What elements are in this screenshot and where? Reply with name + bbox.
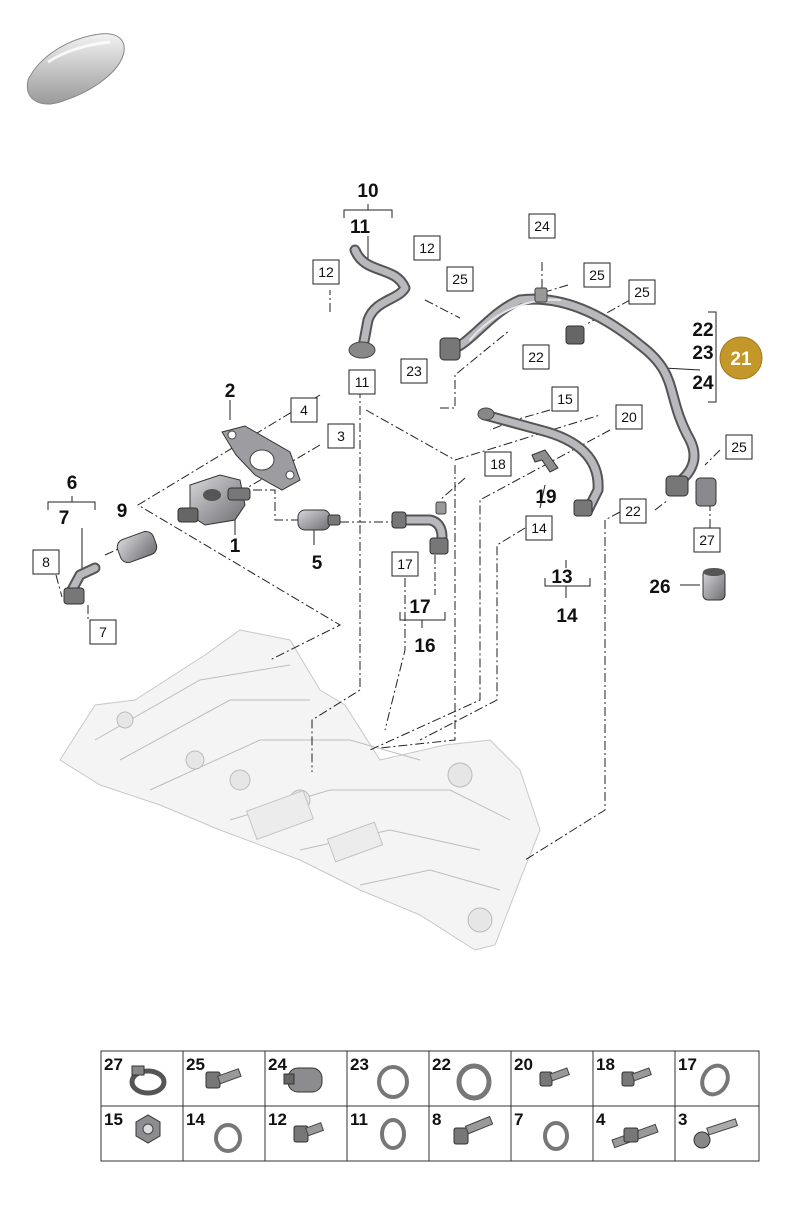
clip-19 xyxy=(531,449,559,473)
table-cell-number: 17 xyxy=(678,1055,697,1074)
o-ring-icon xyxy=(456,1063,492,1101)
callout-24-stack: 24 xyxy=(692,373,714,394)
callout-18-box: 18 xyxy=(490,456,506,472)
callout-27-box: 27 xyxy=(699,532,715,548)
bolt-icon xyxy=(621,1067,652,1087)
callout-11-bold: 11 xyxy=(350,217,371,238)
callout-6: 6 xyxy=(67,473,78,494)
table-cell-number: 15 xyxy=(104,1110,123,1129)
hose-5 xyxy=(297,509,341,531)
callout-5: 5 xyxy=(312,553,323,574)
callout-23-stack: 23 xyxy=(692,343,713,364)
callout-10: 10 xyxy=(357,181,378,202)
callout-22-a: 22 xyxy=(528,349,544,365)
engine-block xyxy=(59,629,541,951)
callout-22-stack: 22 xyxy=(692,320,713,341)
gasket-plate-2 xyxy=(221,425,301,491)
callout-25-b: 25 xyxy=(589,267,605,283)
bolt-icon xyxy=(293,1122,325,1143)
callout-17-bold: 17 xyxy=(409,597,430,618)
callout-17-box: 17 xyxy=(397,556,413,572)
o-ring-icon xyxy=(214,1123,242,1153)
callout-12-left: 12 xyxy=(318,264,334,280)
table-cell-number: 18 xyxy=(596,1055,615,1074)
highlighted-callout-21[interactable]: 21 xyxy=(719,336,763,380)
table-cell-number: 3 xyxy=(678,1110,687,1129)
callout-4-box: 4 xyxy=(300,402,308,418)
callout-12-right: 12 xyxy=(419,240,435,256)
callout-15-box: 15 xyxy=(557,391,573,407)
table-cell-number: 4 xyxy=(596,1110,606,1129)
parts-table: 27 25 24 23 22 20 18 17 15 14 12 11 8 7 … xyxy=(100,1050,760,1162)
brackets xyxy=(47,204,717,628)
callout-21: 21 xyxy=(730,349,752,370)
callout-22-b: 22 xyxy=(625,503,641,519)
bolt-icon xyxy=(453,1115,494,1145)
coolant-pipe-10 xyxy=(348,244,411,359)
table-cell-number: 7 xyxy=(514,1110,523,1129)
nut-icon xyxy=(135,1114,161,1144)
table-cell-number: 24 xyxy=(268,1055,287,1074)
callout-19: 19 xyxy=(535,487,556,508)
callout-13: 13 xyxy=(551,567,572,588)
callout-3-box: 3 xyxy=(337,428,345,444)
bolt-icon xyxy=(539,1067,570,1087)
coolant-pump-1 xyxy=(177,474,251,526)
callout-9: 9 xyxy=(117,501,128,522)
callout-25-d: 25 xyxy=(731,439,747,455)
o-ring-icon xyxy=(380,1118,406,1150)
hose-clamp-icon xyxy=(129,1065,167,1096)
vehicle-silhouette-icon xyxy=(26,33,125,105)
table-cell-number: 8 xyxy=(432,1110,441,1129)
callout-20-box: 20 xyxy=(621,409,637,425)
callout-1: 1 xyxy=(230,536,241,557)
o-ring-icon xyxy=(543,1121,569,1151)
callout-24-box: 24 xyxy=(534,218,550,234)
table-cell-number: 22 xyxy=(432,1055,451,1074)
table-cell-number: 25 xyxy=(186,1055,205,1074)
elbow-6 xyxy=(63,562,101,605)
stud-bolt-icon xyxy=(611,1123,659,1149)
callout-25-a: 25 xyxy=(452,271,468,287)
callout-7-box: 7 xyxy=(99,624,107,640)
pipe-clip-icon xyxy=(283,1067,323,1093)
table-cell-number: 12 xyxy=(268,1110,287,1129)
screw-icon xyxy=(693,1118,739,1149)
callout-8-box: 8 xyxy=(42,554,50,570)
o-ring-icon xyxy=(377,1065,409,1099)
callout-2: 2 xyxy=(225,381,236,402)
table-cell-number: 27 xyxy=(104,1055,123,1074)
callout-26: 26 xyxy=(649,577,670,598)
callout-14-bold: 14 xyxy=(556,606,578,627)
hose-9 xyxy=(116,530,158,564)
coolant-pipe-21 xyxy=(439,287,717,507)
callout-23-box: 23 xyxy=(406,363,422,379)
connector-17 xyxy=(391,501,449,555)
table-cell-number: 11 xyxy=(350,1110,368,1129)
o-ring-icon xyxy=(700,1063,730,1097)
leader-lines xyxy=(55,262,721,861)
callouts-boxed: 12 12 11 24 25 25 25 22 23 4 3 15 20 18 … xyxy=(32,213,753,645)
callout-14-box: 14 xyxy=(531,520,547,536)
callout-7-bold: 7 xyxy=(59,508,70,529)
cap-26 xyxy=(702,568,726,601)
table-cell-number: 23 xyxy=(350,1055,369,1074)
callout-11-box: 11 xyxy=(355,374,370,390)
table-cell-number: 14 xyxy=(186,1110,205,1129)
callout-25-c: 25 xyxy=(634,284,650,300)
table-cell-number: 20 xyxy=(514,1055,533,1074)
bolt-icon xyxy=(205,1068,242,1089)
callout-16: 16 xyxy=(414,636,435,657)
coolant-pipe-13 xyxy=(477,407,604,517)
callouts-bold: 10 11 22 23 24 2 1 5 6 7 9 19 17 16 13 1… xyxy=(59,181,714,657)
